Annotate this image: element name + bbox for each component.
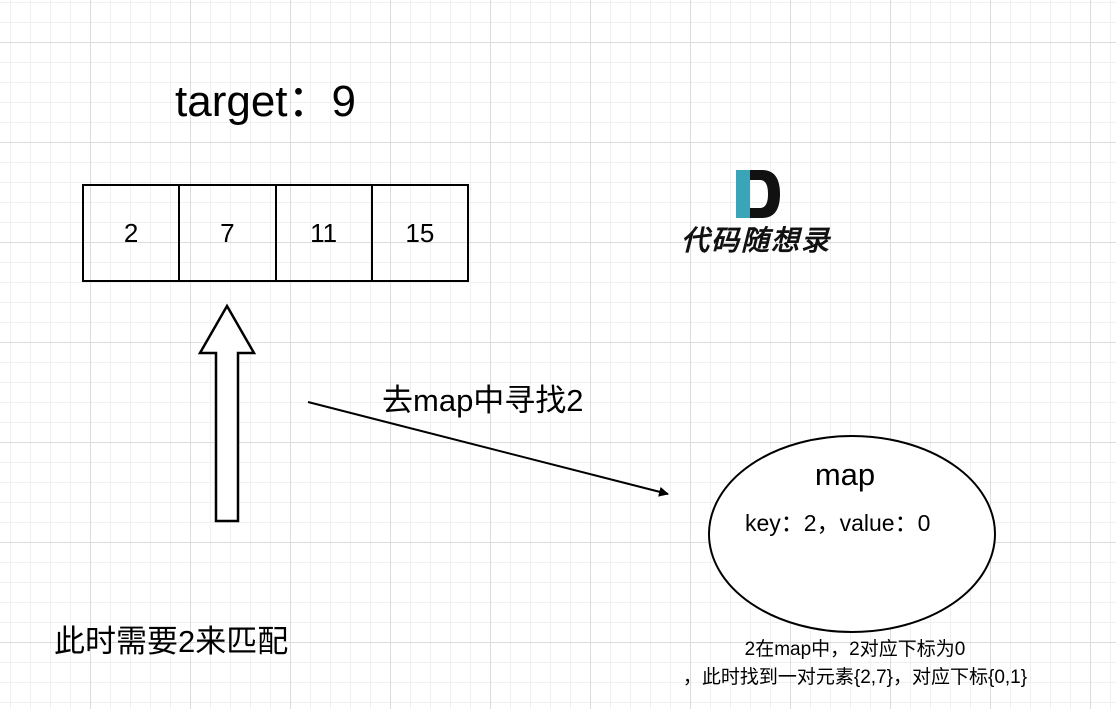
result-note-line: ，此时找到一对元素{2,7}，对应下标{0,1}	[682, 667, 1028, 688]
brand-logo: 代码随想录	[666, 166, 846, 262]
result-note-line: 2在map中，2对应下标为0	[744, 639, 966, 660]
pointer-up-arrow	[197, 303, 257, 523]
search-label: 去map中寻找2	[382, 383, 584, 418]
match-label: 此时需要2来匹配	[54, 624, 289, 659]
map-ellipse	[708, 435, 996, 633]
nums-array: 2 7 11 15	[82, 184, 469, 282]
result-note: 2在map中，2对应下标为0 ，此时找到一对元素{2,7}，对应下标{0,1}	[620, 636, 1090, 692]
array-cell: 15	[405, 217, 435, 248]
map-title: map	[814, 457, 876, 492]
array-cell: 7	[180, 186, 277, 280]
search-arrow	[307, 401, 669, 497]
array-cell: 11	[277, 186, 373, 280]
array-cell: 2	[84, 186, 181, 280]
logo-d-icon	[736, 170, 780, 218]
logo-text: 代码随想录	[680, 224, 831, 257]
map-entry: key：2，value：0	[745, 510, 931, 536]
target-title: target：9	[175, 77, 356, 126]
